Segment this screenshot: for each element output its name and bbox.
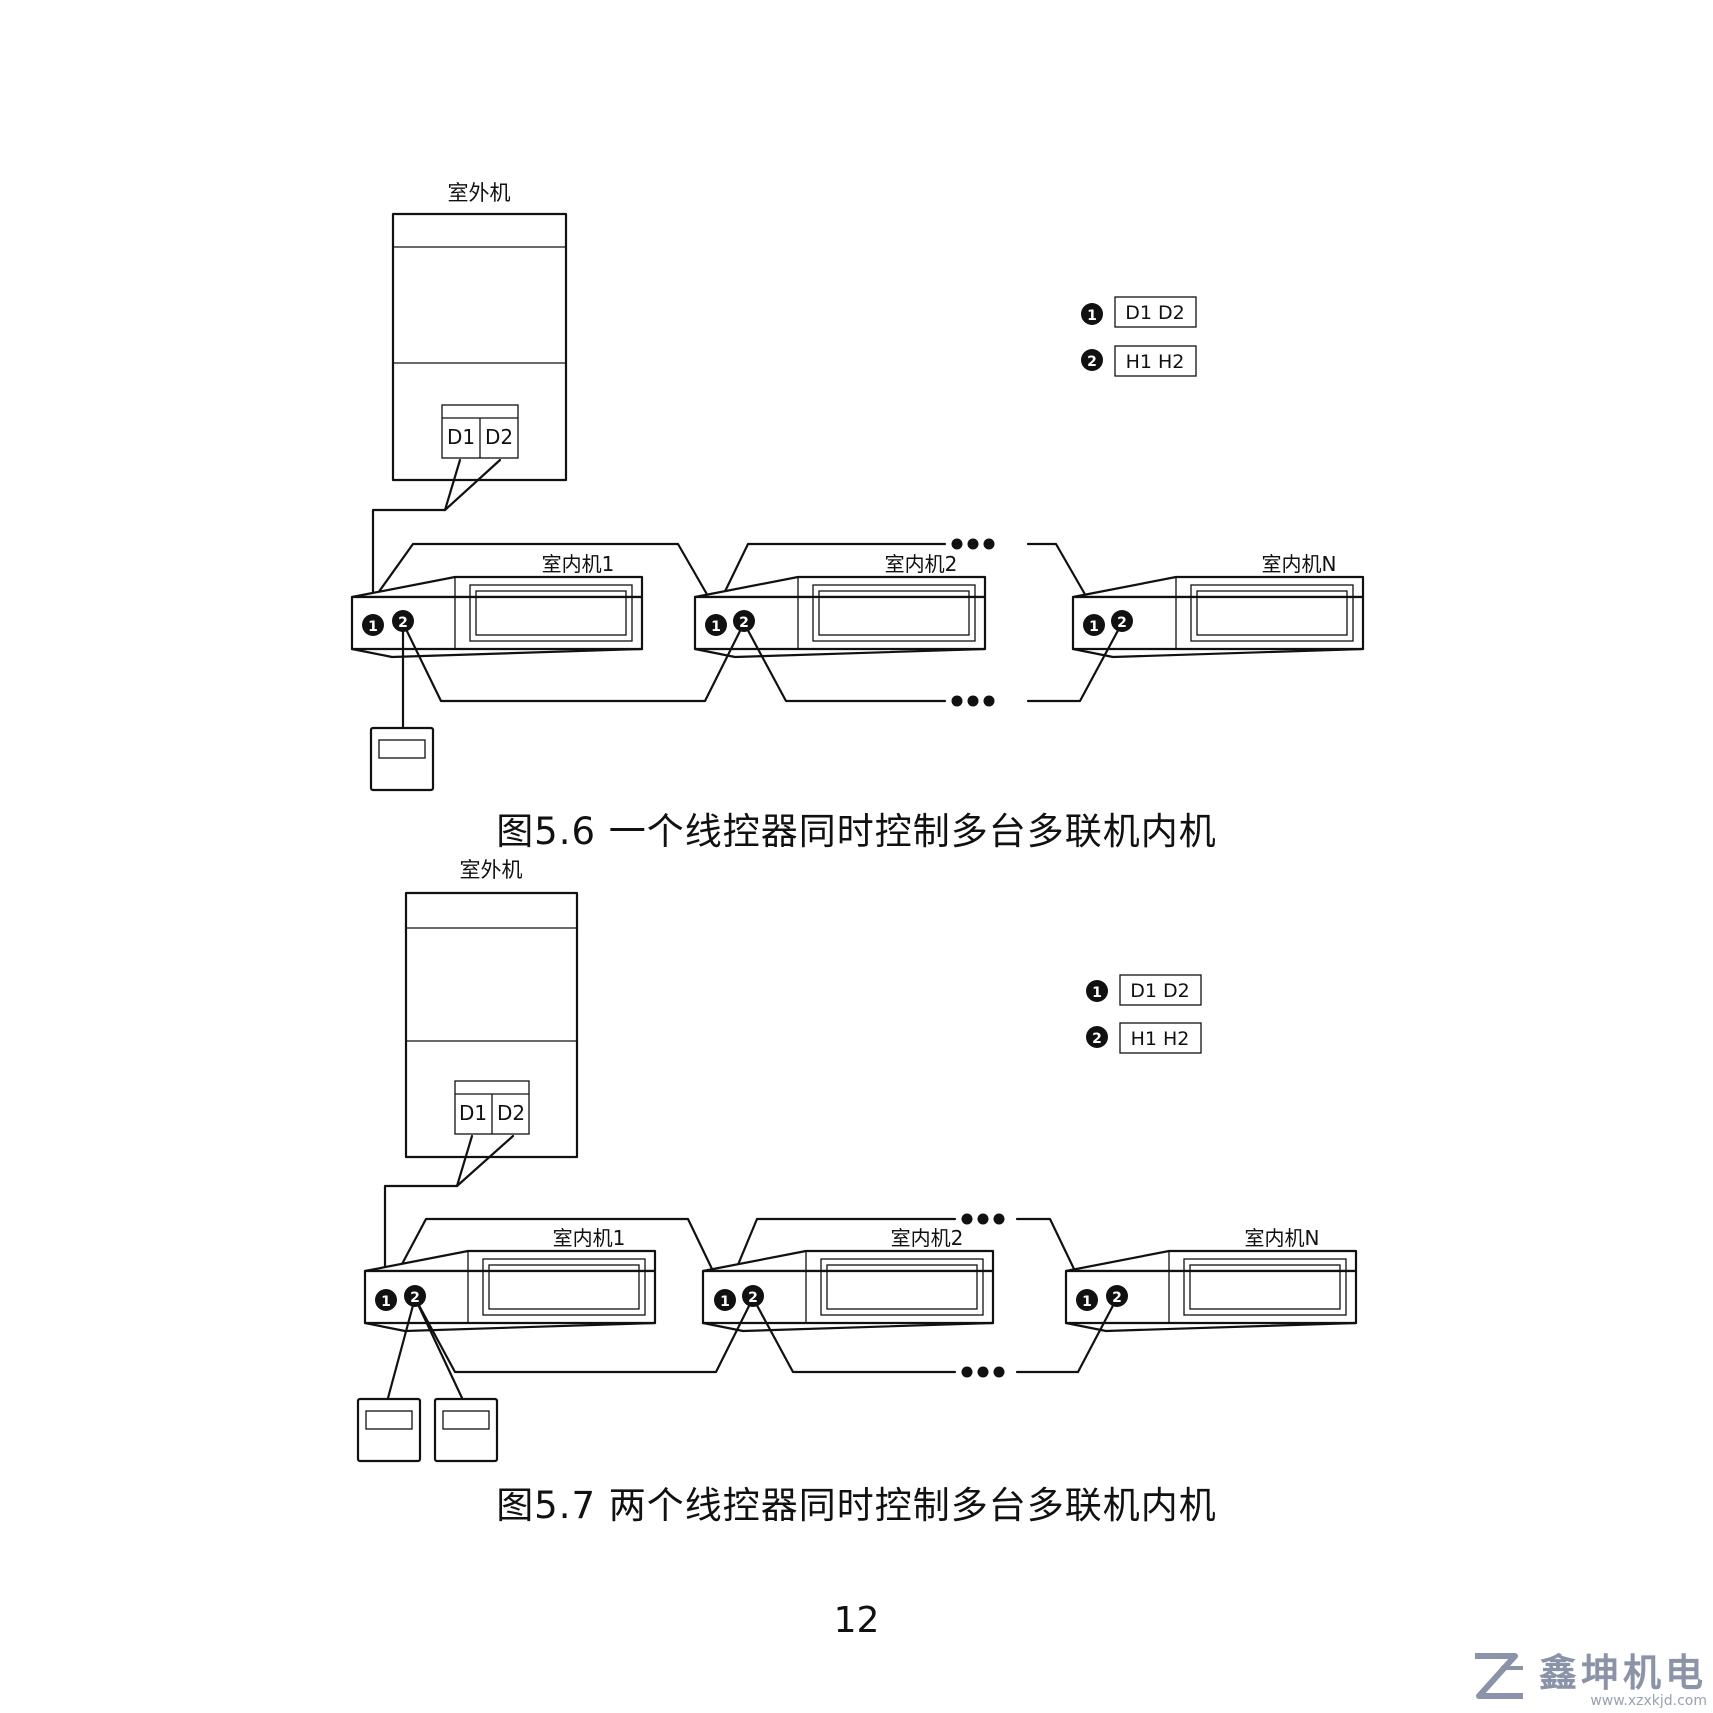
svg-text:2: 2 (739, 615, 749, 631)
continuation-dots-icon (951, 538, 963, 550)
svg-text:1: 1 (711, 619, 721, 635)
indoor-unit-n-label: 室内机N (1245, 1226, 1320, 1250)
legend-1-label: D1 D2 (1125, 302, 1184, 324)
outdoor-unit (391, 212, 568, 482)
legend-1-label: D1 D2 (1130, 980, 1189, 1002)
legend-marker-2-icon (1086, 1026, 1108, 1048)
wired-controller (369, 726, 435, 792)
indoor-markers: 1 2 1 2 1 2 (375, 1285, 1128, 1311)
svg-text:2: 2 (1087, 354, 1097, 370)
svg-text:2: 2 (1117, 615, 1127, 631)
terminal-d1: D1 (447, 425, 475, 449)
watermark-name: 鑫坤机电 (1538, 1651, 1707, 1695)
svg-text:1: 1 (368, 619, 378, 635)
watermark-url: www.xzxkjd.com (1590, 1693, 1707, 1709)
outdoor-unit (404, 891, 579, 1159)
outdoor-unit-label: 室外机 (460, 858, 523, 882)
terminal-d2: D2 (485, 425, 513, 449)
wired-controller-1 (356, 1397, 422, 1463)
legend-2-label: H1 H2 (1126, 351, 1185, 373)
indoor-unit-1-label: 室内机1 (553, 1226, 626, 1250)
legend-marker-2-icon (1081, 349, 1103, 371)
legend-marker-1-icon (1086, 980, 1108, 1002)
svg-text:2: 2 (1112, 1290, 1122, 1306)
figure-5-6-caption: 图5.6 一个线控器同时控制多台多联机内机 (496, 810, 1217, 853)
indoor-unit-1-label: 室内机1 (542, 552, 615, 576)
svg-text:1: 1 (720, 1294, 730, 1310)
indoor-markers: 1 2 1 2 1 2 (362, 610, 1133, 636)
svg-text:1: 1 (1092, 985, 1102, 1001)
svg-text:1: 1 (1089, 619, 1099, 635)
legend-2-label: H1 H2 (1131, 1028, 1190, 1050)
outdoor-unit-label: 室外机 (448, 181, 511, 205)
figure-5-7-caption: 图5.7 两个线控器同时控制多台多联机内机 (496, 1484, 1217, 1527)
svg-text:2: 2 (1092, 1031, 1102, 1047)
watermark: 鑫坤机电 www.xzxkjd.com (1471, 1642, 1707, 1709)
svg-text:1: 1 (1087, 308, 1097, 324)
terminal-d1: D1 (459, 1101, 487, 1125)
indoor-unit-n-label: 室内机N (1262, 552, 1337, 576)
indoor-unit-2-label: 室内机2 (891, 1226, 964, 1250)
svg-text:2: 2 (748, 1290, 758, 1306)
figure-5-6: 室外机 D1 D2 1 D1 D2 2 H1 H2 室 (350, 181, 1365, 792)
brand-logo-icon (1474, 1652, 1523, 1699)
figure-5-7: 室外机 D1 D2 1 D1 D2 2 H1 H2 室 (356, 858, 1358, 1463)
svg-text:1: 1 (381, 1294, 391, 1310)
svg-text:2: 2 (398, 615, 408, 631)
terminal-d2: D2 (497, 1101, 525, 1125)
indoor-unit-2-label: 室内机2 (885, 552, 958, 576)
continuation-dots-icon (961, 1213, 973, 1225)
svg-text:1: 1 (1082, 1294, 1092, 1310)
wired-controller-2 (433, 1397, 499, 1463)
page-number: 12 (833, 1600, 880, 1641)
legend-marker-1-icon (1081, 303, 1103, 325)
svg-text:2: 2 (410, 1290, 420, 1306)
